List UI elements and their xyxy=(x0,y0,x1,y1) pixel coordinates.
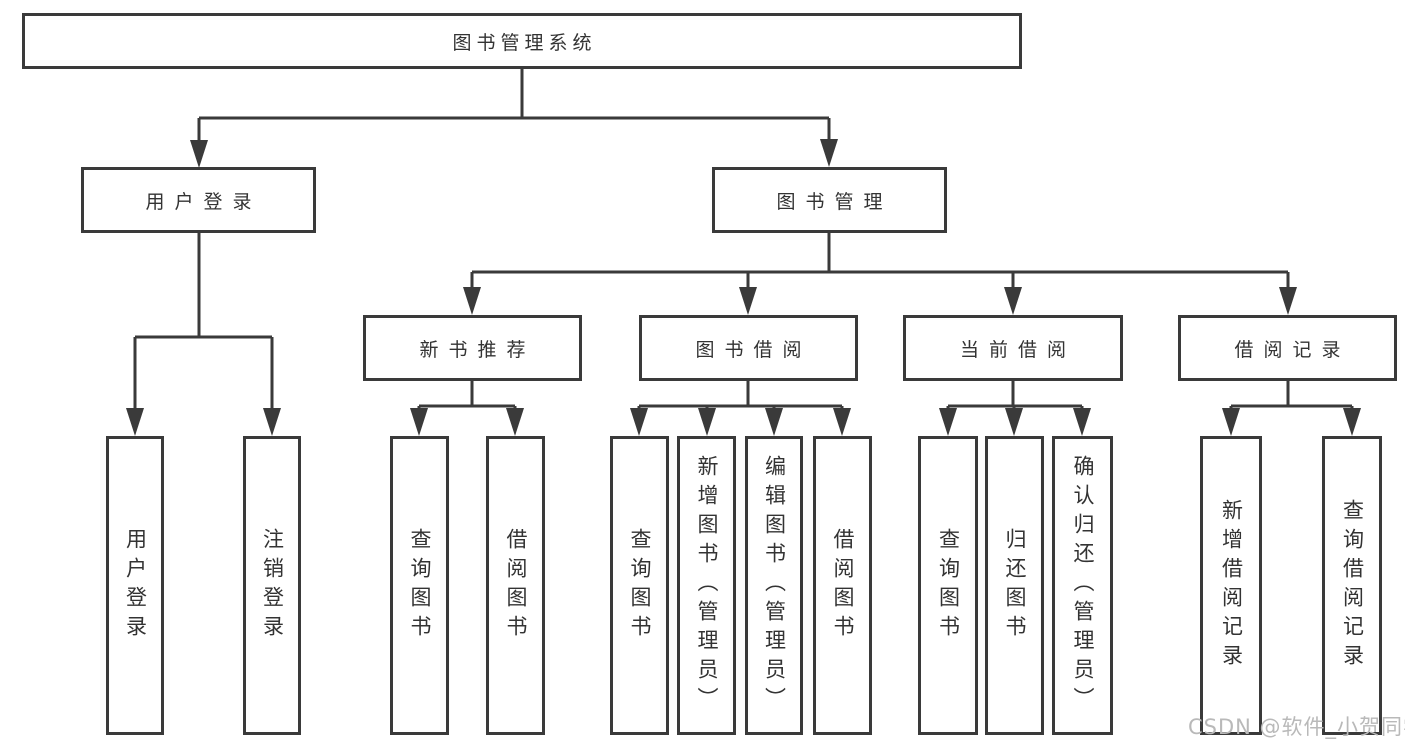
node-edit-book-admin: 编辑图书（管理员） xyxy=(745,436,803,735)
node-borrow-books-borrowing: 借阅图书 xyxy=(813,436,872,735)
node-query-books-borrowing: 查询图书 xyxy=(610,436,669,735)
node-user-login: 用户登录 xyxy=(81,167,316,233)
node-borrowing-records: 借阅记录 xyxy=(1178,315,1397,381)
node-query-books-recommend: 查询图书 xyxy=(390,436,449,735)
node-book-management: 图书管理 xyxy=(712,167,947,233)
node-new-book-recommendation: 新书推荐 xyxy=(363,315,582,381)
node-confirm-return-admin: 确认归还（管理员） xyxy=(1052,436,1113,735)
node-library-system: 图书管理系统 xyxy=(22,13,1022,69)
node-query-books-current: 查询图书 xyxy=(918,436,978,735)
node-label: 图书借阅 xyxy=(695,338,812,361)
node-label: 编辑图书（管理员） xyxy=(762,455,787,716)
node-label: 查询借阅记录 xyxy=(1340,498,1365,673)
node-label: 当前借阅 xyxy=(959,338,1076,361)
node-label: 用户登录 xyxy=(145,190,262,213)
node-label: 注销登录 xyxy=(260,527,285,644)
node-label: 新增图书（管理员） xyxy=(695,455,719,716)
node-label: 借阅记录 xyxy=(1234,338,1351,361)
node-book-borrowing: 图书借阅 xyxy=(639,315,858,381)
node-label: 图书管理 xyxy=(776,190,893,213)
node-label: 借阅图书 xyxy=(831,527,855,644)
node-label: 确认归还（管理员） xyxy=(1071,455,1095,716)
node-borrow-books-recommend: 借阅图书 xyxy=(486,436,545,735)
node-label: 查询图书 xyxy=(936,527,961,644)
node-user-login-leaf: 用户登录 xyxy=(106,436,164,735)
node-label: 查询图书 xyxy=(628,527,652,644)
node-label: 借阅图书 xyxy=(504,527,528,644)
node-query-borrow-record: 查询借阅记录 xyxy=(1322,436,1382,735)
node-label: 图书管理系统 xyxy=(452,31,597,54)
node-current-borrowing: 当前借阅 xyxy=(903,315,1123,381)
node-label: 新增借阅记录 xyxy=(1219,498,1244,673)
node-add-borrow-record: 新增借阅记录 xyxy=(1200,436,1262,735)
node-label: 新书推荐 xyxy=(419,338,536,361)
node-label: 归还图书 xyxy=(1003,527,1027,644)
node-return-books: 归还图书 xyxy=(985,436,1044,735)
node-logout-leaf: 注销登录 xyxy=(243,436,301,735)
watermark: CSDN @软件_小贺同学 xyxy=(1188,715,1405,739)
node-add-book-admin: 新增图书（管理员） xyxy=(677,436,736,735)
node-label: 用户登录 xyxy=(123,527,148,644)
node-label: 查询图书 xyxy=(408,527,432,644)
